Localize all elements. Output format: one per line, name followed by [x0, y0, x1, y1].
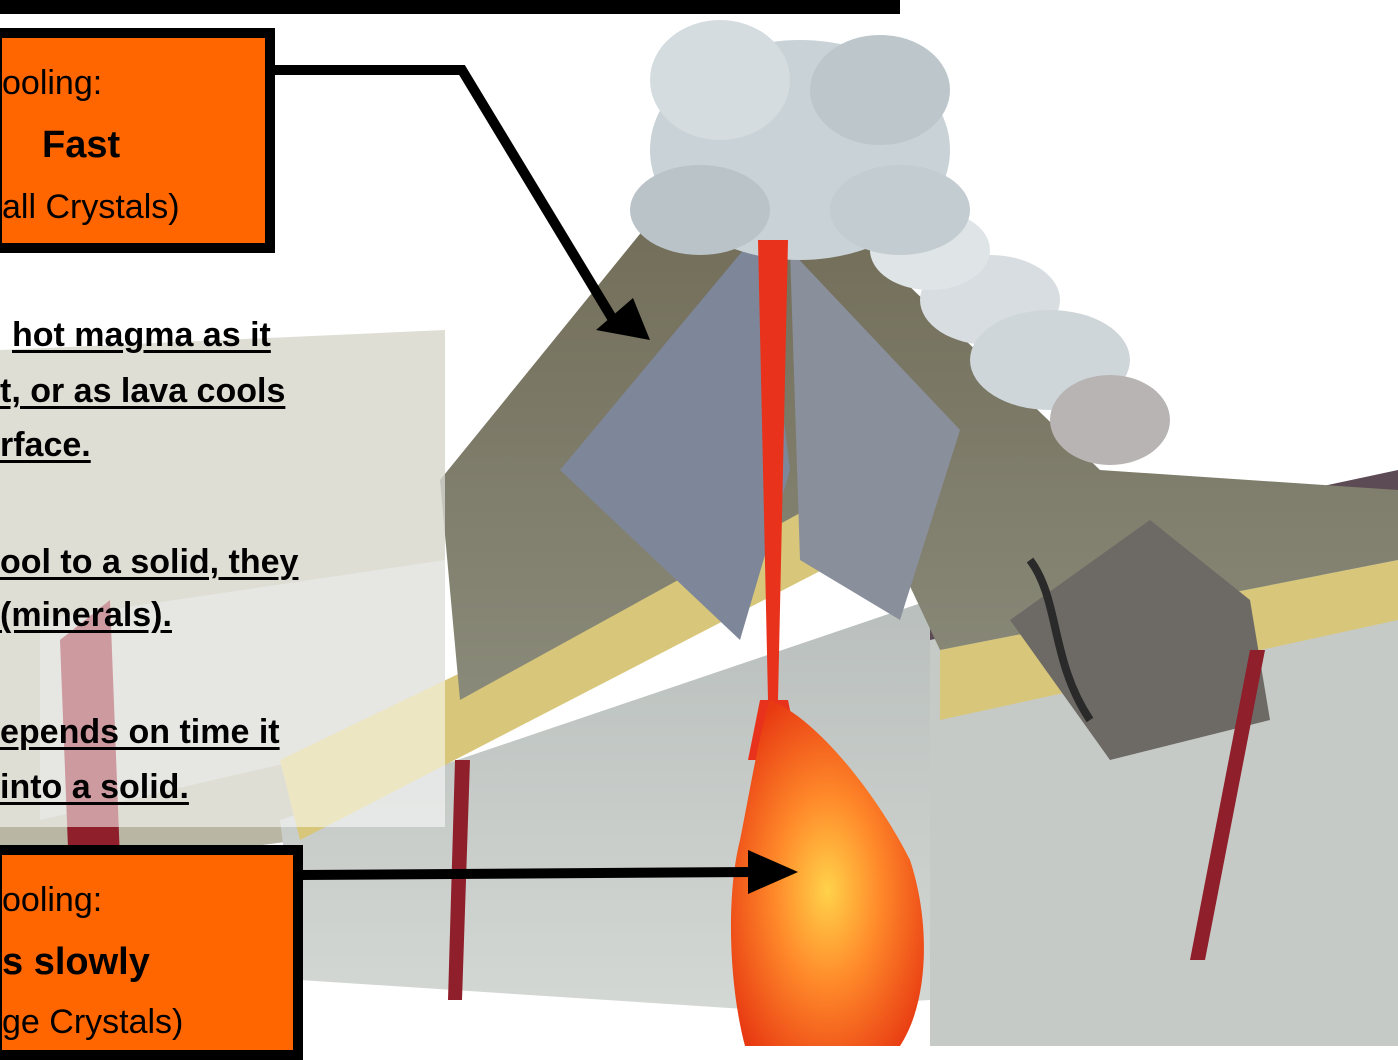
ash-cloud — [630, 20, 970, 260]
slow-cooling-rate: s slowly — [2, 943, 150, 981]
top-border-bar — [0, 0, 900, 14]
text-line: epends on time it — [0, 715, 280, 749]
slow-cooling-crystals: ge Crystals) — [2, 1005, 183, 1039]
slow-cooling-heading: ooling: — [2, 883, 102, 917]
text-line: rface. — [0, 428, 91, 462]
fast-cooling-box: ooling: Fast all Crystals) — [0, 28, 275, 253]
text-line: into a solid. — [0, 770, 189, 804]
text-line: hot magma as it — [12, 318, 271, 352]
text-line: (minerals). — [0, 598, 172, 632]
text-line: ool to a solid, they — [0, 545, 298, 579]
text-line: t, or as lava cools — [0, 374, 285, 408]
fast-cooling-rate: Fast — [42, 126, 120, 164]
slow-cooling-box: ooling: s slowly ge Crystals) — [0, 845, 303, 1060]
fast-cooling-crystals: all Crystals) — [2, 190, 180, 224]
fast-cooling-heading: ooling: — [2, 66, 102, 100]
